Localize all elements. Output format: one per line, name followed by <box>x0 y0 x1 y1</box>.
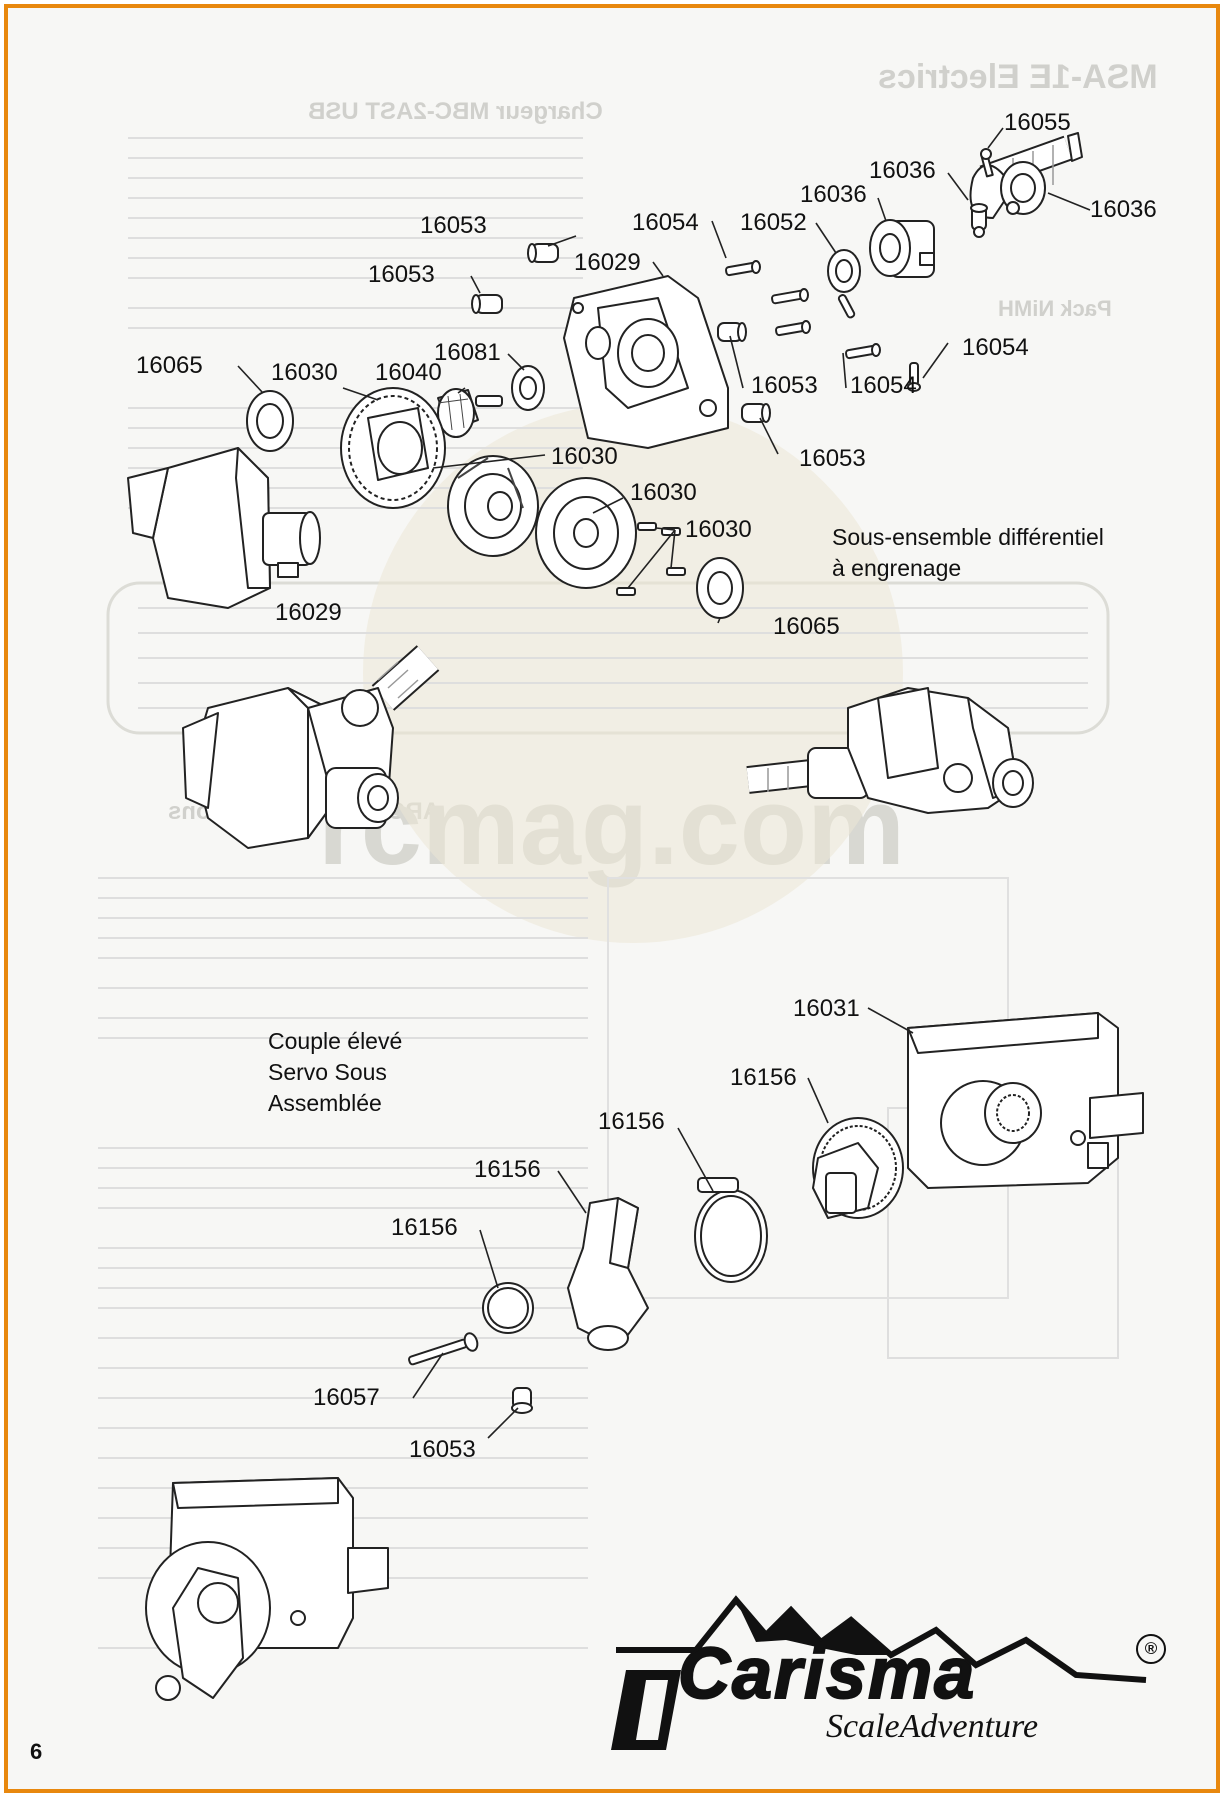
caption-servo-subassembly: Couple élevé Servo Sous Assemblée <box>268 1026 402 1119</box>
page-number: 6 <box>30 1739 43 1764</box>
exploded-view-diagram <box>127 127 1144 1701</box>
servo-gear-parts <box>482 1117 904 1351</box>
caption-line: Servo Sous <box>268 1059 387 1086</box>
part-label: 16040 <box>375 359 442 386</box>
leader-lines <box>237 127 1091 1439</box>
gearbox-half-left <box>127 447 321 609</box>
assembled-gearbox-left <box>182 645 440 849</box>
part-label: 16031 <box>793 995 860 1022</box>
part-label: 16053 <box>751 372 818 399</box>
part-label: 16156 <box>391 1214 458 1241</box>
part-label: 16156 <box>598 1108 665 1135</box>
part-label: 16055 <box>1004 109 1071 136</box>
part-label: 16052 <box>740 209 807 236</box>
part-label: 16036 <box>800 181 867 208</box>
part-label: 16081 <box>434 339 501 366</box>
part-label: 16053 <box>368 261 435 288</box>
part-label: 16065 <box>136 352 203 379</box>
diff-screws <box>616 522 744 619</box>
servo-case <box>907 1012 1144 1189</box>
part-label: 16029 <box>574 249 641 276</box>
bearing-left <box>246 390 294 452</box>
gearbox-half-upper <box>563 275 729 449</box>
page-frame: MSA-1E Electrics Chargeur MBC-2AST USB P… <box>4 4 1220 1793</box>
ring-gear <box>340 387 446 509</box>
assembled-servo <box>145 1477 389 1701</box>
caption-line: Assemblée <box>268 1090 382 1117</box>
part-label: 16156 <box>730 1064 797 1091</box>
part-label: 16054 <box>850 372 917 399</box>
screws-upper <box>471 243 771 423</box>
part-label: 16053 <box>409 1436 476 1463</box>
caption-line: Couple élevé <box>268 1028 403 1054</box>
diff-case-halves <box>447 455 637 589</box>
drive-cup-assembly <box>969 132 1083 238</box>
part-label: 16030 <box>551 443 618 470</box>
part-label: 16054 <box>962 334 1029 361</box>
part-label: 16036 <box>1090 196 1157 223</box>
part-label: 16053 <box>420 212 487 239</box>
brand-name: Carisma <box>677 1633 977 1715</box>
caption-line: à engrenage <box>832 555 962 582</box>
caption-diff-subassembly: Sous-ensemble différentiel à engrenage <box>832 522 1104 584</box>
pinion-and-bearing <box>437 365 545 438</box>
part-label: 16053 <box>799 445 866 472</box>
part-label: 16030 <box>685 516 752 543</box>
part-label: 16065 <box>773 613 840 640</box>
registered-mark: ® <box>1136 1634 1166 1664</box>
part-label: 16156 <box>474 1156 541 1183</box>
part-label: 16054 <box>632 209 699 236</box>
caption-line: Sous-ensemble différentiel <box>832 524 1104 550</box>
servo-screws <box>408 1332 533 1414</box>
part-label: 16057 <box>313 1384 380 1411</box>
brand-tagline: ScaleAdventure <box>826 1708 1039 1745</box>
part-label: 16029 <box>275 599 342 626</box>
assembled-gearbox-right <box>746 687 1034 814</box>
part-label: 16036 <box>869 157 936 184</box>
carisma-logo <box>611 1595 1147 1750</box>
output-cup-bearing-group <box>725 219 935 392</box>
part-label: 16030 <box>630 479 697 506</box>
part-label: 16030 <box>271 359 338 386</box>
